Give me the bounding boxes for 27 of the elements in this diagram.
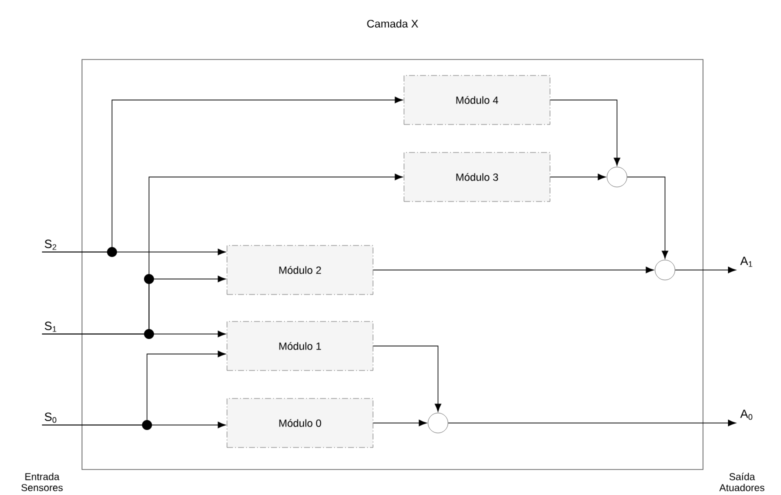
arrow xyxy=(372,266,654,274)
signal-label: S$_{2}$ xyxy=(44,240,56,250)
signal-label: A$_{0}$ xyxy=(740,410,752,420)
arrow xyxy=(550,100,620,166)
module-box: Módulo 0 xyxy=(226,398,374,448)
node-label: Camada X xyxy=(367,20,418,28)
module-box: Módulo 2 xyxy=(226,245,374,295)
arrow xyxy=(372,346,442,412)
signal-label: S$_{1}$ xyxy=(44,322,56,332)
junction-circle xyxy=(606,166,628,188)
junction-circle xyxy=(654,260,676,280)
arrow xyxy=(550,174,606,180)
junction-circle xyxy=(428,412,448,434)
arrow xyxy=(674,266,736,274)
arrow xyxy=(448,420,736,426)
module-box: Módulo 4 xyxy=(404,75,550,125)
arrow xyxy=(42,174,403,334)
module-box: Módulo 3 xyxy=(404,152,550,202)
module-box: Módulo 1 xyxy=(226,321,374,371)
arrow xyxy=(42,350,226,426)
side-label: Entrada Sensores xyxy=(21,472,63,492)
arrow xyxy=(42,96,403,252)
signal-label: S$_{0}$ xyxy=(44,412,56,423)
arrow xyxy=(626,176,668,259)
signal-label: A$_{1}$ xyxy=(740,256,752,267)
arrow xyxy=(372,420,427,426)
side-label: Saída Atuadores xyxy=(719,472,764,492)
